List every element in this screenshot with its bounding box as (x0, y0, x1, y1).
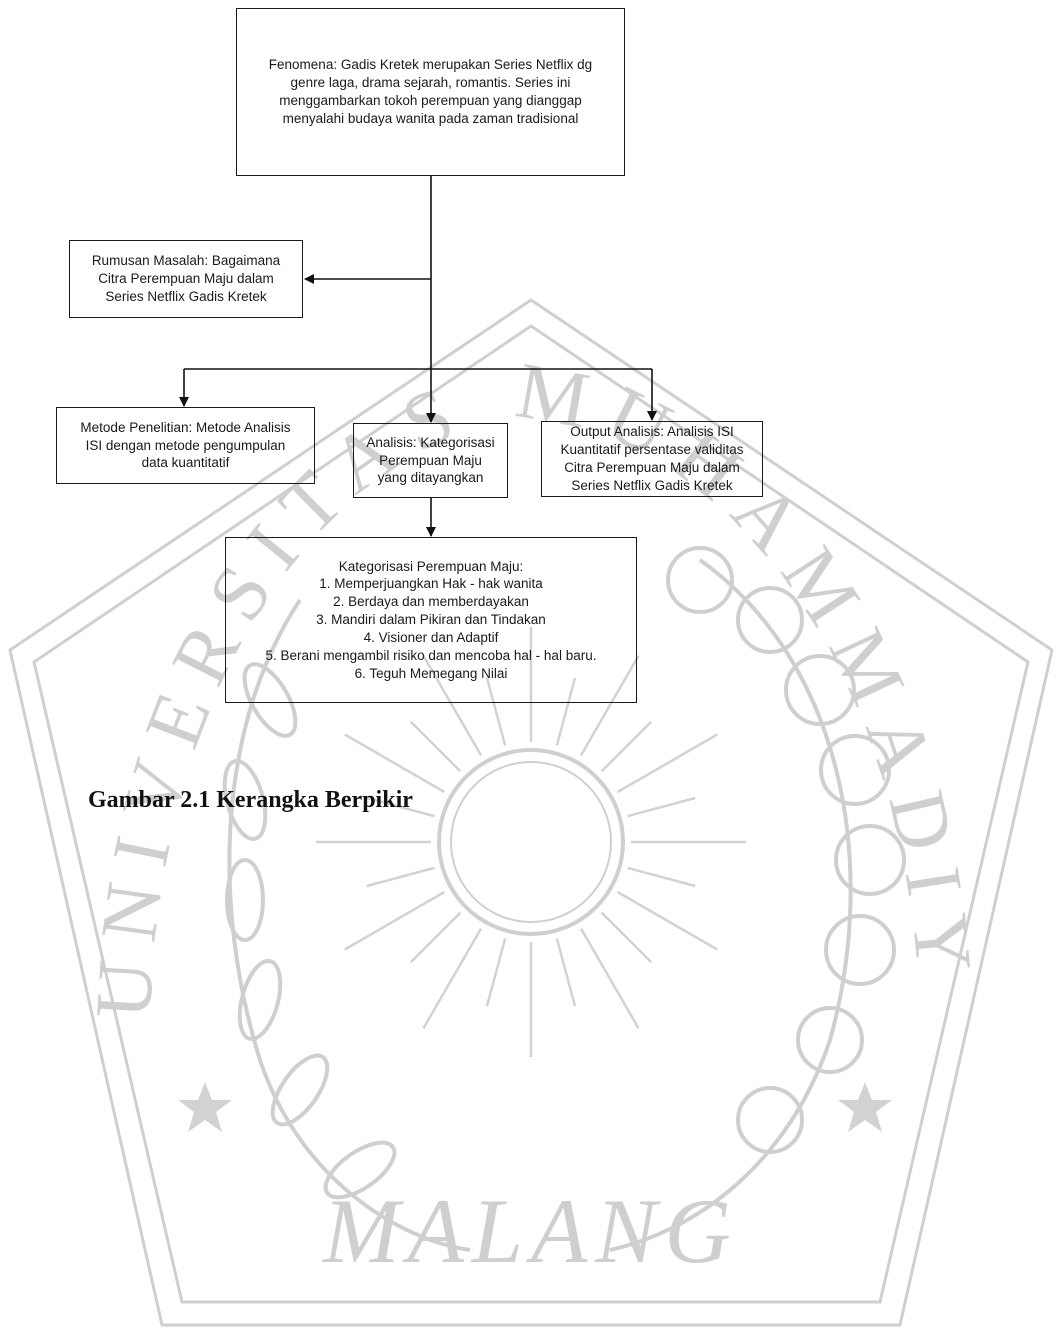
seal-ray (555, 938, 577, 1007)
node-fenomena-text: Fenomena: Gadis Kretek merupakan Series … (268, 57, 593, 126)
node-metode-penelitian: Metode Penelitian: Metode Analisis ISI d… (56, 407, 315, 484)
node-analisis: Analisis: Kategorisasi Perempuan Maju ya… (353, 423, 508, 498)
node-rumusan-text: Rumusan Masalah: Bagaimana Citra Perempu… (91, 253, 281, 304)
seal-ray (344, 733, 446, 794)
node-rumusan-masalah: Rumusan Masalah: Bagaimana Citra Perempu… (69, 240, 303, 318)
node-output-text: Output Analisis: Analisis ISI Kuantitati… (560, 424, 744, 493)
seal-ray (627, 866, 696, 888)
seal-ray (579, 655, 640, 757)
seal-ray (600, 720, 653, 773)
seal-ray (409, 911, 462, 964)
seal-inner-pentagon (32, 324, 1030, 1304)
seal-ray (616, 733, 718, 794)
seal-ray (422, 927, 483, 1029)
seal-ray (555, 677, 577, 746)
seal-ray (627, 796, 696, 818)
node-fenomena: Fenomena: Gadis Kretek merupakan Series … (236, 8, 625, 176)
seal-ray (344, 890, 446, 951)
seal-sun-rays (316, 627, 746, 1057)
seal-ray (366, 796, 435, 818)
node-analisis-text: Analisis: Kategorisasi Perempuan Maju ya… (366, 434, 495, 486)
node-kategorisasi-text: Kategorisasi Perempuan Maju: 1. Memperju… (265, 558, 597, 681)
seal-ray (579, 927, 640, 1029)
seal-ray (616, 890, 718, 951)
seal-outer-pentagon (8, 298, 1054, 1327)
seal-ray (409, 720, 462, 773)
node-metode-text: Metode Penelitian: Metode Analisis ISI d… (80, 419, 291, 471)
figure-caption: Gambar 2.1 Kerangka Berpikir (88, 787, 413, 813)
seal-center-circle (437, 748, 625, 936)
seal-ray (422, 655, 483, 757)
seal-ray (366, 866, 435, 888)
node-output-analisis: Output Analisis: Analisis ISI Kuantitati… (541, 421, 763, 497)
seal-cotton-right (609, 546, 906, 1252)
seal-ray (600, 911, 653, 964)
seal-star-left (178, 1082, 232, 1132)
seal-ray (485, 677, 507, 746)
seal-star-right (838, 1082, 892, 1132)
seal-bottom-text: MALANG (321, 1180, 739, 1282)
node-kategorisasi: Kategorisasi Perempuan Maju: 1. Memperju… (225, 537, 637, 703)
seal-ray (485, 938, 507, 1007)
seal-laurel-left (222, 598, 471, 1252)
